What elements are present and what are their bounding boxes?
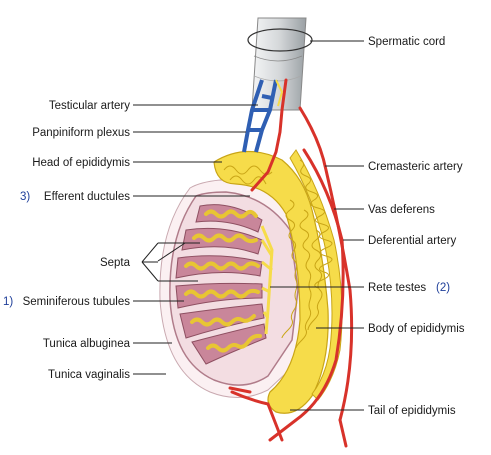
deferential-artery-label: Deferential artery <box>368 235 456 247</box>
head-of-epididymis-label: Head of epididymis <box>32 157 130 169</box>
testicular-artery-label: Testicular artery <box>49 100 130 112</box>
testicular-artery-line <box>250 78 288 192</box>
leader-lines-left <box>133 104 258 375</box>
septa-label: Septa <box>100 257 131 269</box>
deferential-artery-line <box>268 148 345 442</box>
seminiferous-tubules-shape <box>184 209 262 353</box>
rete-testis-shape <box>260 225 274 335</box>
pampiniform-plexus-label: Panpiniform plexus <box>32 127 130 139</box>
tail-of-epididymis-label: Tail of epididymis <box>368 405 456 417</box>
rete-testes-label: Rete testes <box>368 282 426 294</box>
spermatic-cord-label: Spermatic cord <box>368 36 445 48</box>
leader-lines-right <box>270 40 364 411</box>
epididymis-shape <box>213 150 329 414</box>
arteries-shape <box>228 78 354 448</box>
seminiferous-tubules-marker: 1) <box>3 296 13 308</box>
tunica-albuginea-label: Tunica albuginea <box>43 338 131 350</box>
cremasteric-artery-label: Cremasteric artery <box>368 161 463 173</box>
vas-deferens-shape <box>289 149 343 401</box>
body-of-epididymis-label: Body of epididymis <box>368 323 465 335</box>
pampiniform-plexus-shape <box>242 79 278 153</box>
rete-testes-marker: (2) <box>436 282 450 294</box>
seminiferous-tubules-label: Seminiferous tubules <box>23 296 131 308</box>
efferent-ductules-marker: 3) <box>20 191 30 203</box>
vas-deferens-label: Vas deferens <box>368 204 435 216</box>
efferent-ductules-label: Efferent ductules <box>44 191 130 203</box>
tunica-vaginalis-label: Tunica vaginalis <box>48 369 130 381</box>
